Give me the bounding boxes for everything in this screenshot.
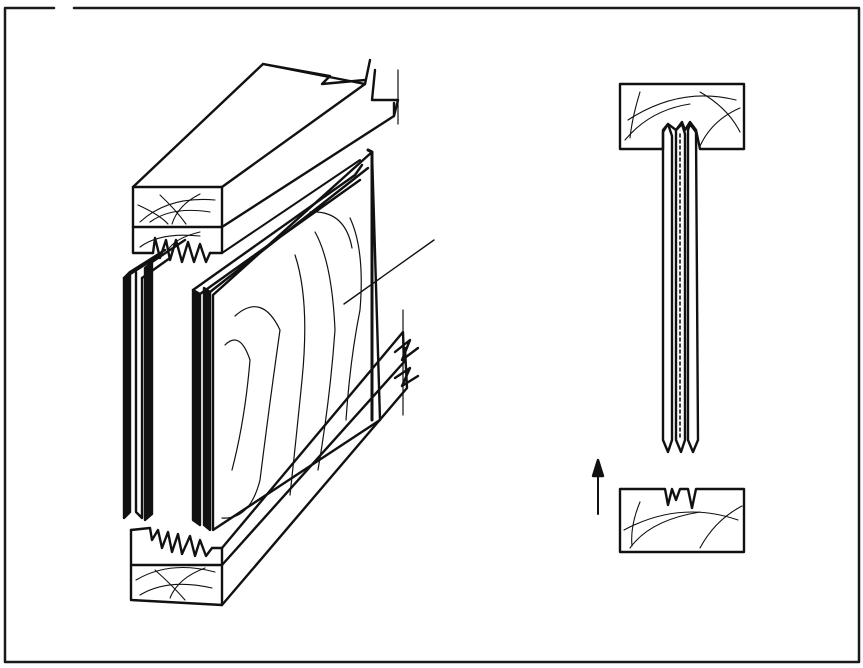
up-arrow-icon [591,458,605,515]
isometric-assembly [122,58,435,607]
top-rail [131,58,400,229]
section-panel [661,122,700,454]
bottom-rail [129,309,420,607]
figure-frame [3,6,861,664]
left-panel-stack [122,238,187,522]
section-top-block [618,82,746,151]
section-bottom-block [618,487,746,554]
cross-section [591,82,746,554]
